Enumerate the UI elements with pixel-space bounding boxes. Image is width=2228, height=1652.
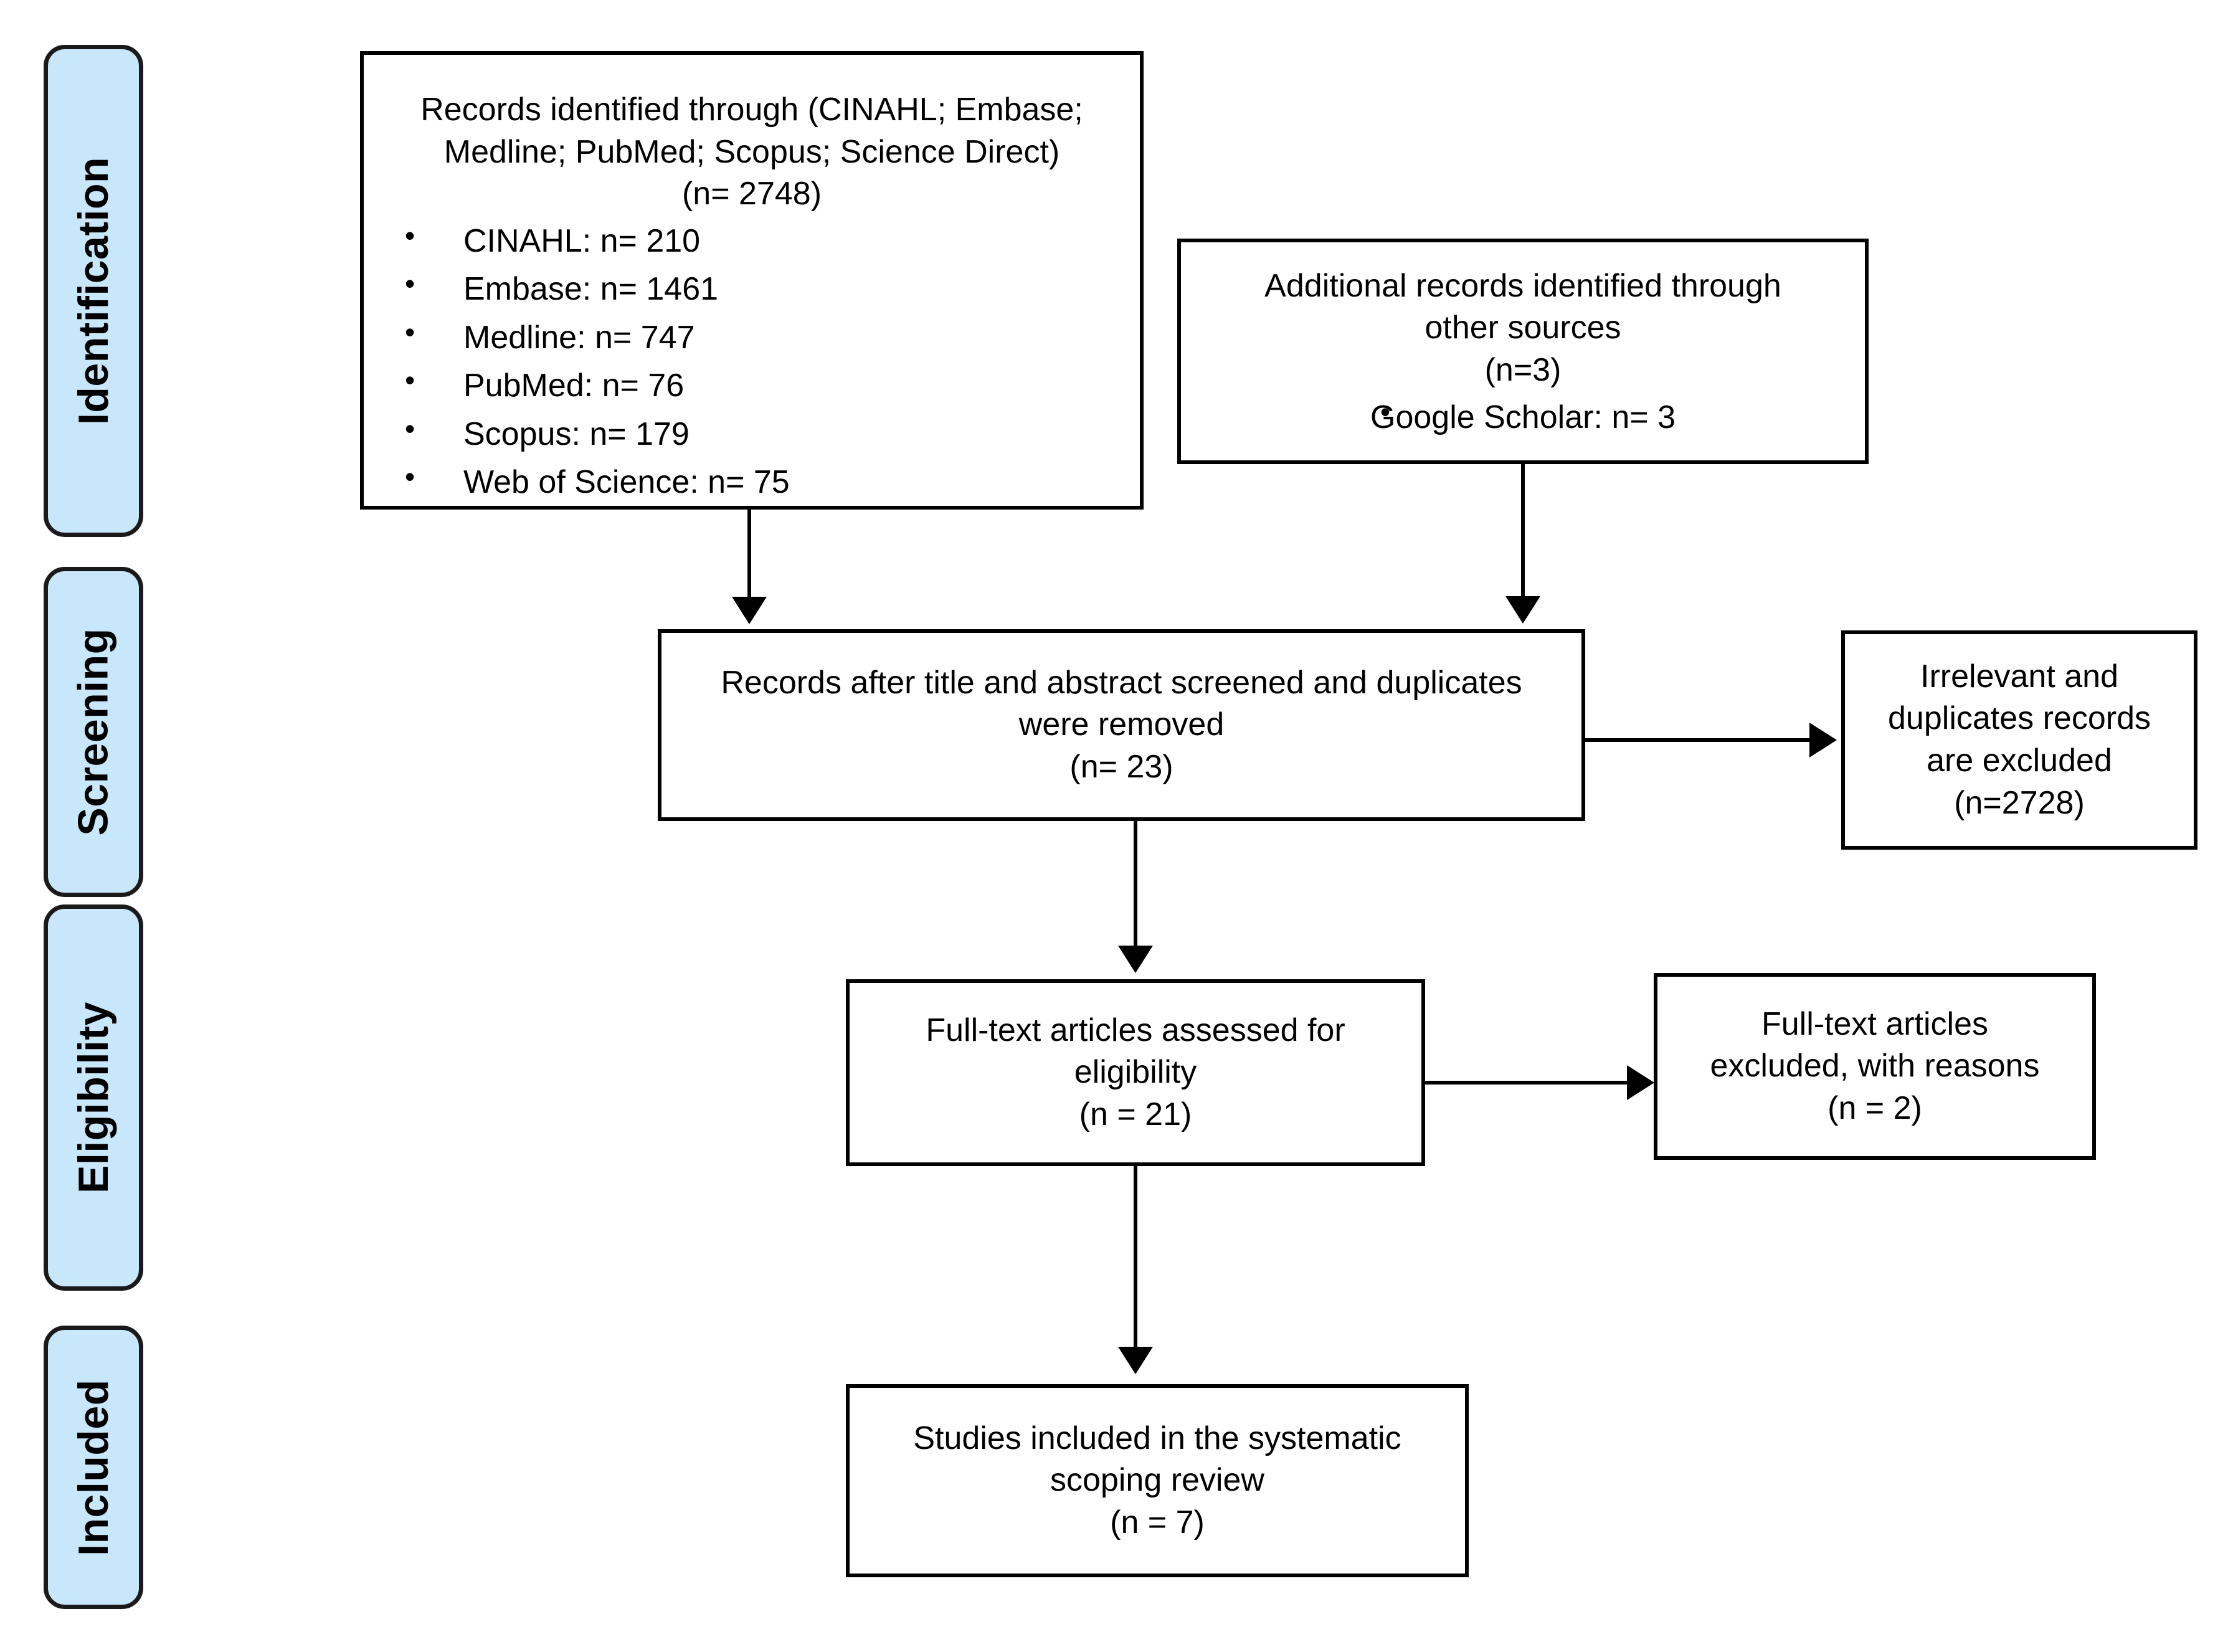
studies-included-headline: Studies included in the systematic scopi… <box>913 1420 1401 1499</box>
additional-records-count: (n=3) <box>1484 352 1562 389</box>
fulltext-excluded-headline: Full-text articles excluded, with reason… <box>1710 1005 2040 1085</box>
list-item: Embase: n= 1461 <box>364 266 1140 309</box>
box-studies-included: Studies included in the systematic scopi… <box>846 1384 1469 1577</box>
box-additional-records: Additional records identified through ot… <box>1177 239 1869 464</box>
list-item: Medline: n= 747 <box>364 315 1140 358</box>
irrelevant-excluded-headline: Irrelevant and duplicates records are ex… <box>1888 658 2151 779</box>
box-fulltext-articles-excluded: Full-text articles excluded, with reason… <box>1654 973 2096 1160</box>
box-fulltext-articles-assessed: Full-text articles assessed for eligibil… <box>846 979 1425 1166</box>
irrelevant-excluded-count: (n=2728) <box>1954 784 2085 821</box>
stage-label-eligibility: Eligibility <box>70 1002 117 1194</box>
fulltext-assessed-headline: Full-text articles assessed for eligibil… <box>926 1012 1345 1091</box>
stage-label-included: Included <box>70 1379 118 1556</box>
additional-records-headline: Additional records identified through ot… <box>1264 267 1781 346</box>
stage-tab-screening: Screening <box>44 567 143 897</box>
list-item: CINAHL: n= 210 <box>364 218 1140 261</box>
records-screened-headline: Records after title and abstract screene… <box>721 664 1522 743</box>
records-identified-headline: Records identified through (CINAHL; Emba… <box>420 92 1083 170</box>
box-records-screened: Records after title and abstract screene… <box>658 629 1585 821</box>
box-irrelevant-duplicates-excluded: Irrelevant and duplicates records are ex… <box>1841 630 2197 850</box>
studies-included-count: (n = 7) <box>1110 1504 1205 1540</box>
additional-records-source-list: Google Scholar: n= 3 <box>1181 394 1865 437</box>
records-screened-count: (n= 23) <box>1069 748 1173 785</box>
list-item: Google Scholar: n= 3 <box>1181 394 1865 437</box>
records-identified-count: (n= 2748) <box>681 176 822 212</box>
stage-tab-eligibility: Eligibility <box>44 904 143 1291</box>
stage-tab-identification: Identification <box>44 45 143 537</box>
stage-label-identification: Identification <box>70 156 118 425</box>
box-records-identified: Records identified through (CINAHL; Emba… <box>360 51 1144 510</box>
fulltext-assessed-count: (n = 21) <box>1079 1096 1192 1132</box>
list-item: Scopus: n= 179 <box>364 411 1140 454</box>
fulltext-excluded-count: (n = 2) <box>1827 1089 1922 1126</box>
stage-label-screening: Screening <box>70 628 117 836</box>
records-identified-source-list: CINAHL: n= 210 Embase: n= 1461 Medline: … <box>364 218 1140 503</box>
stage-tab-included: Included <box>44 1326 143 1609</box>
list-item: Web of Science: n= 75 <box>364 459 1140 502</box>
list-item: PubMed: n= 76 <box>364 363 1140 406</box>
